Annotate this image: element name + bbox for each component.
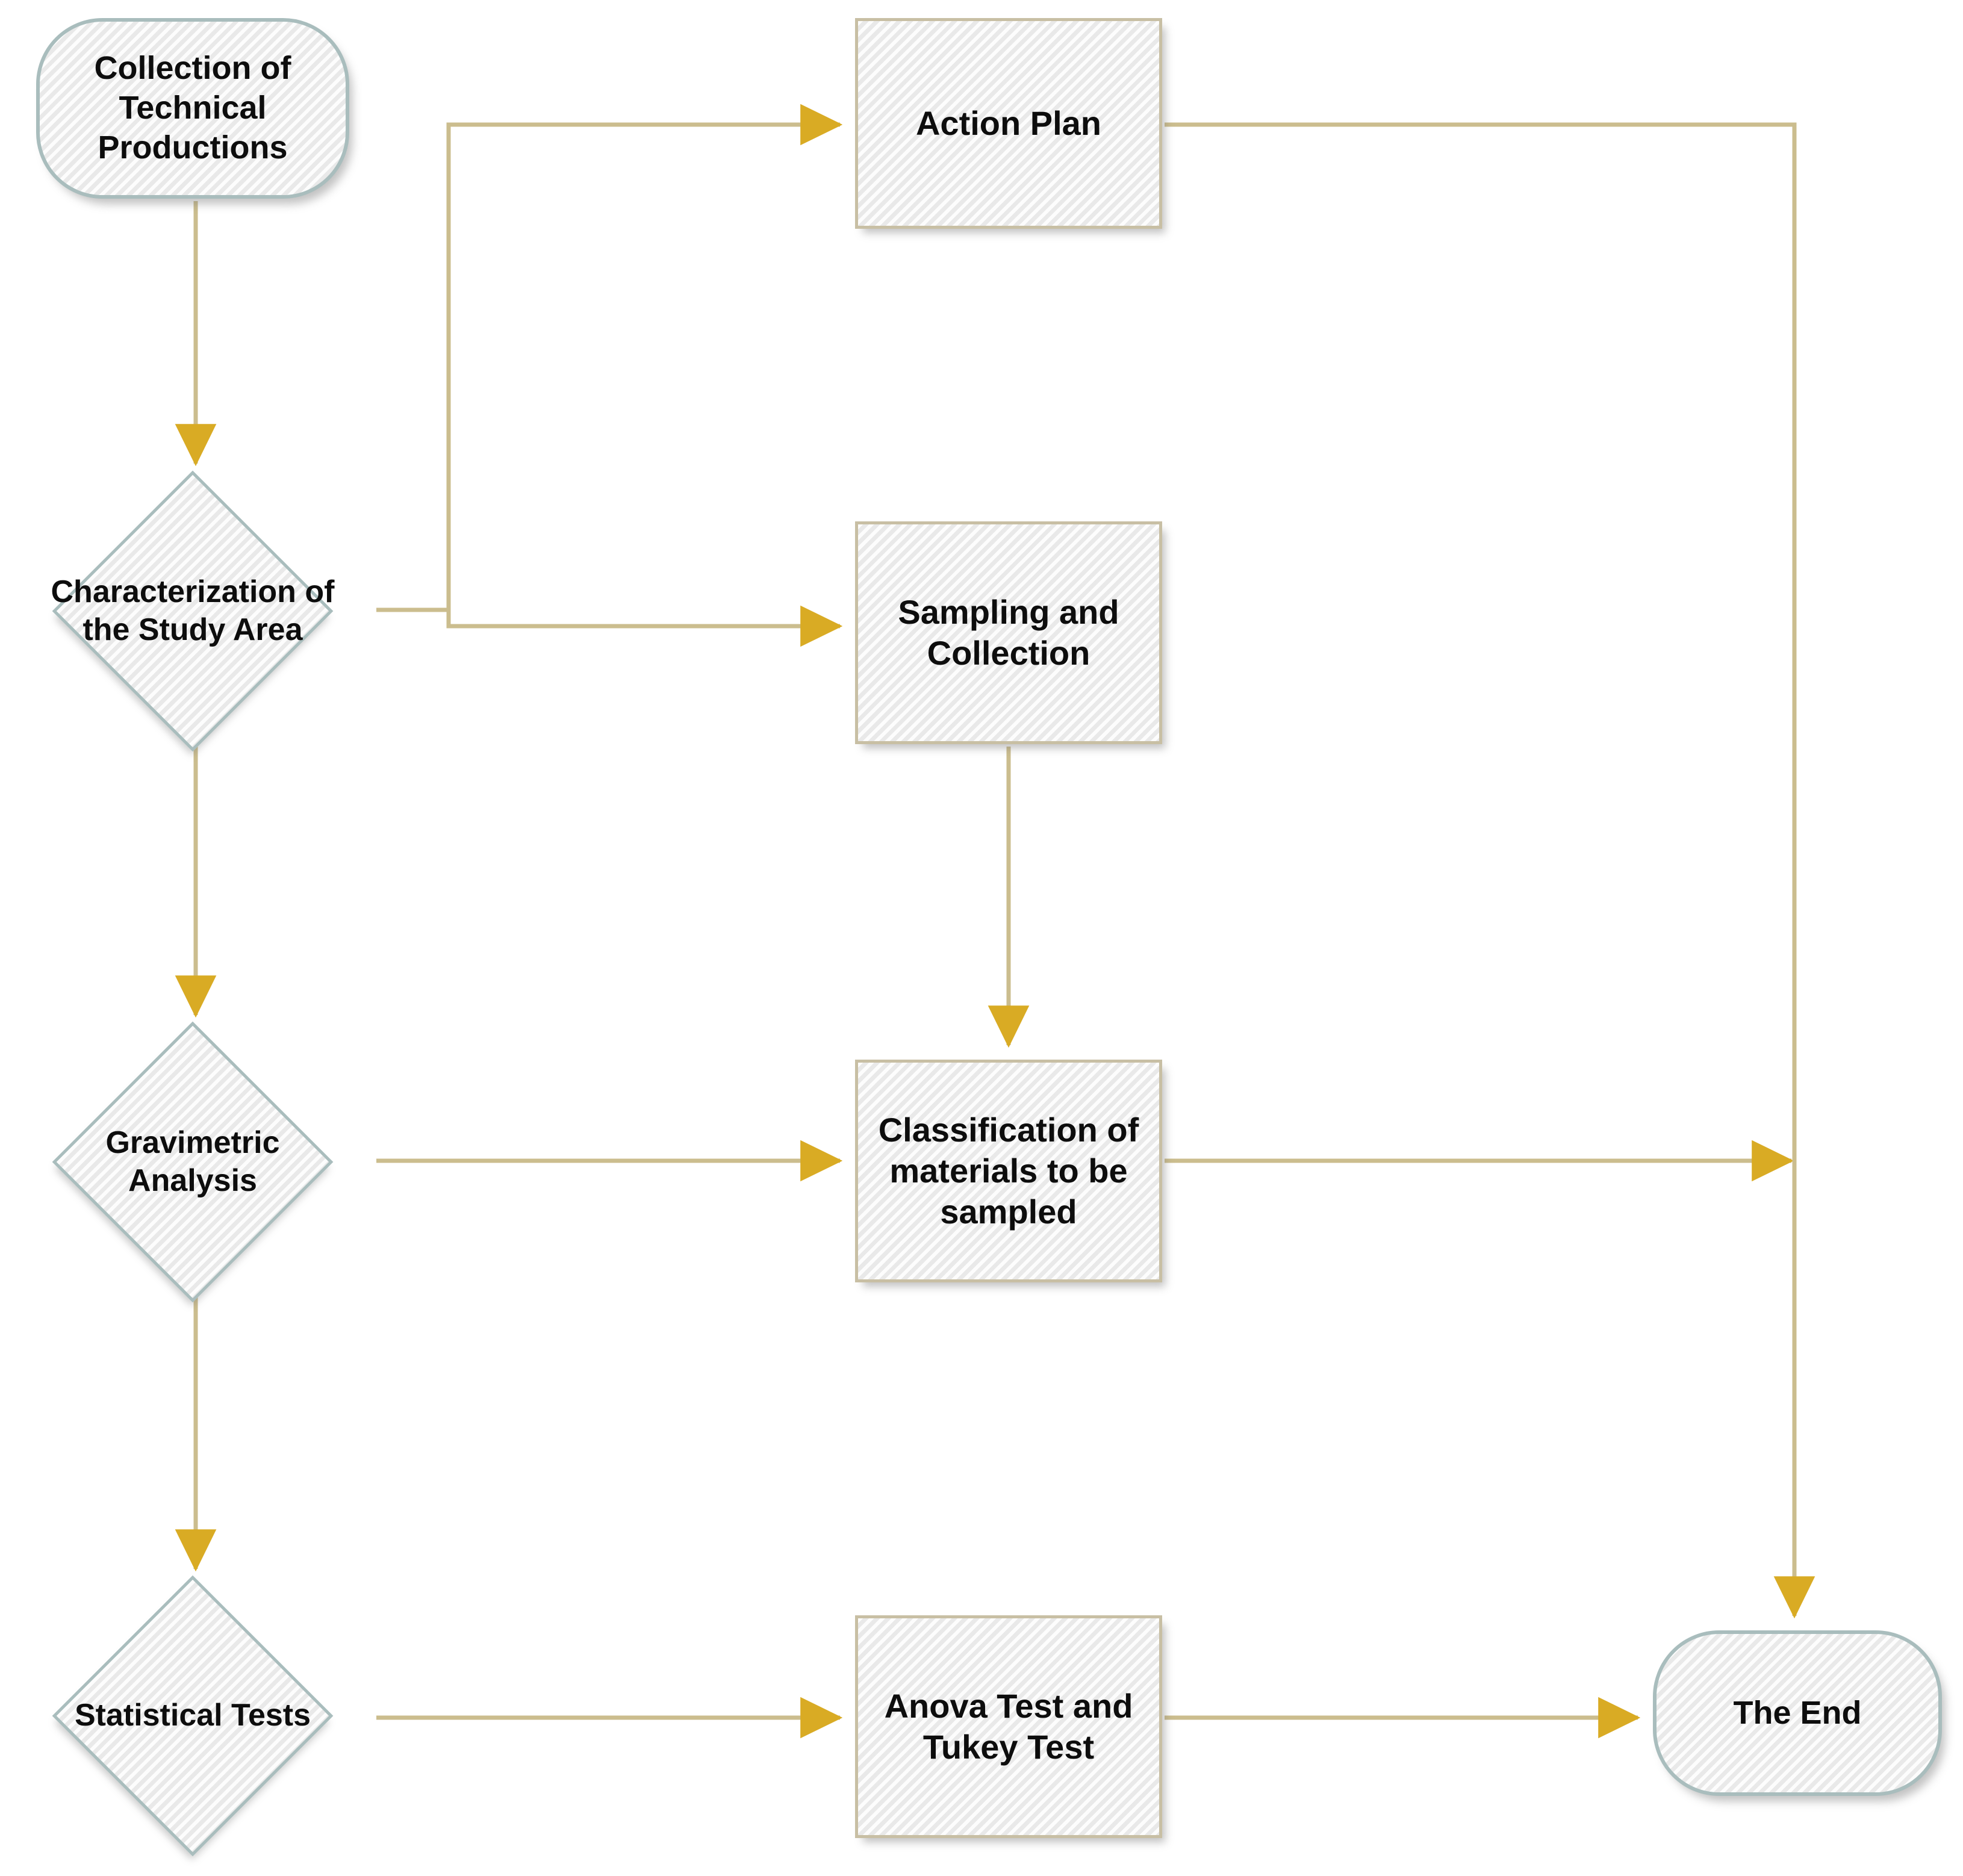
node-label: Characterization of the Study Area [51,574,335,647]
node-label: Classification of materials to be sample… [878,1110,1139,1231]
node-sampling-and-collection[interactable]: Sampling and Collection [855,521,1162,744]
node-statistical-tests[interactable]: Statistical Tests [12,1575,373,1857]
node-anova-test-and-tukey-test[interactable]: Anova Test and Tukey Test [855,1615,1162,1838]
edge-characterization-to-sampling [376,605,843,647]
node-label: Statistical Tests [74,1698,311,1733]
node-action-plan[interactable]: Action Plan [855,18,1162,229]
edge-characterization-to-action-plan [376,104,843,612]
node-label: The End [1733,1694,1862,1731]
node-label: Sampling and Collection [898,592,1119,672]
node-label: Gravimetric Analysis [105,1125,280,1198]
node-collection-of-technical-productions[interactable]: Collection of Technical Productions [36,18,349,199]
node-the-end[interactable]: The End [1653,1630,1942,1796]
node-classification-of-materials-to-be-sampled[interactable]: Classification of materials to be sample… [855,1060,1162,1282]
node-label: Action Plan [915,104,1102,142]
node-label: Anova Test and Tukey Test [884,1686,1133,1766]
node-characterization-of-the-study-area[interactable]: Characterization of the Study Area [12,470,373,752]
node-label: Collection of Technical Productions [94,50,291,166]
node-gravimetric-analysis[interactable]: Gravimetric Analysis [12,1021,373,1303]
edge-action-plan-to-end [1165,122,1815,1619]
